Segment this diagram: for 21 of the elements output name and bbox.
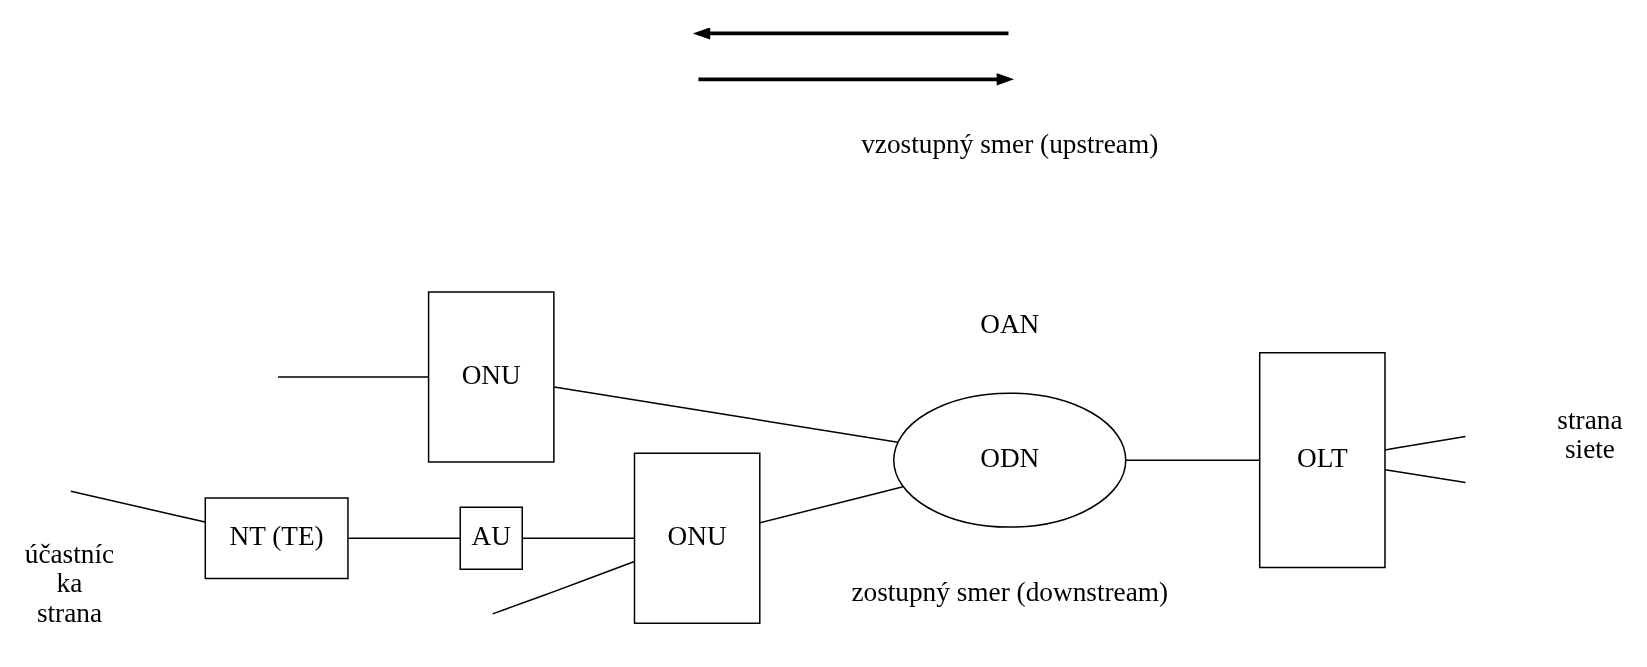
label: vzostupný smer (upstream) [861, 128, 1159, 159]
connector [759, 485, 904, 523]
connector [1384, 435, 1467, 451]
node-box: AU [459, 506, 523, 570]
label: zostupný smer (downstream) [851, 576, 1169, 607]
label: účastníc ka strana [24, 538, 115, 628]
node-box: ONU [633, 452, 761, 624]
node-ellipse: ODN [893, 391, 1127, 528]
connector [553, 385, 899, 443]
connector [521, 537, 635, 539]
connector [1384, 468, 1467, 483]
connector [491, 560, 636, 615]
node-box: ONU [427, 290, 555, 463]
node-box: OLT [1258, 351, 1386, 568]
node-box: NT (TE) [204, 496, 349, 579]
connector [1125, 458, 1261, 461]
connector [347, 537, 461, 539]
connector [277, 375, 430, 378]
label: strana siete [1557, 404, 1623, 464]
connector [70, 489, 206, 523]
label: OAN [980, 308, 1040, 339]
